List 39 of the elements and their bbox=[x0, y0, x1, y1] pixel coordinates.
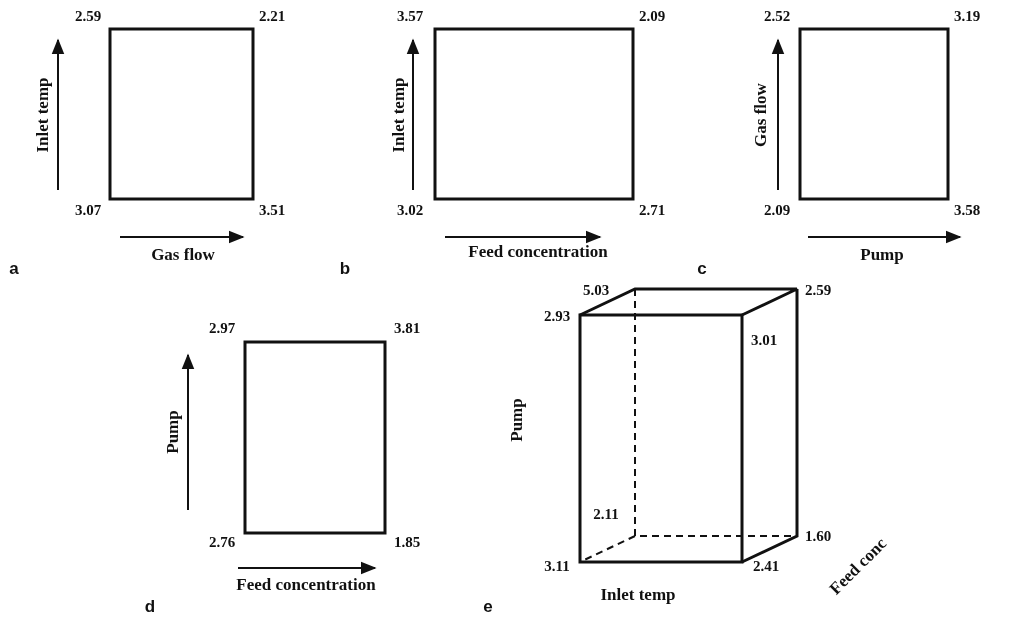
axis-label: Inlet temp bbox=[389, 77, 407, 153]
axis-label: Feed concentration bbox=[236, 575, 376, 593]
corner-value: 2.41 bbox=[752, 558, 780, 574]
panel-letter: c bbox=[697, 259, 707, 277]
corner-value: 3.57 bbox=[396, 8, 424, 24]
axis-label: Pump bbox=[507, 398, 525, 442]
corner-value: 1.60 bbox=[804, 528, 832, 544]
corner-value: 2.52 bbox=[763, 8, 791, 24]
corner-value: 3.19 bbox=[953, 8, 981, 24]
corner-value: 3.51 bbox=[258, 202, 286, 218]
axis-label: Inlet temp bbox=[33, 77, 51, 153]
axis-label: Gas flow bbox=[151, 245, 215, 263]
axis-label: Feed concentration bbox=[468, 242, 608, 260]
panel-letter: b bbox=[339, 259, 351, 277]
corner-value: 3.07 bbox=[74, 202, 102, 218]
corner-value: 3.02 bbox=[396, 202, 424, 218]
corner-value: 3.01 bbox=[750, 332, 778, 348]
corner-value: 2.11 bbox=[593, 506, 619, 522]
panel-letter: a bbox=[9, 259, 19, 277]
panel-letter: d bbox=[144, 597, 156, 615]
axis-label: Pump bbox=[163, 410, 181, 454]
corner-value: 5.03 bbox=[582, 282, 610, 298]
axis-label: Inlet temp bbox=[600, 585, 676, 603]
corner-value: 3.58 bbox=[953, 202, 981, 218]
corner-value: 2.71 bbox=[638, 202, 666, 218]
corner-value: 2.59 bbox=[804, 282, 832, 298]
panel-letter: e bbox=[483, 597, 493, 615]
corner-value: 2.21 bbox=[258, 8, 286, 24]
corner-value: 2.76 bbox=[208, 534, 236, 550]
corner-value: 3.81 bbox=[393, 320, 421, 336]
corner-value: 2.09 bbox=[638, 8, 666, 24]
corner-value: 2.97 bbox=[208, 320, 236, 336]
corner-value: 2.09 bbox=[763, 202, 791, 218]
corner-value: 1.85 bbox=[393, 534, 421, 550]
corner-value: 2.93 bbox=[543, 308, 571, 324]
axis-label: Pump bbox=[860, 245, 904, 263]
corner-value: 2.59 bbox=[74, 8, 102, 24]
corner-value: 3.11 bbox=[544, 558, 570, 574]
axis-label: Gas flow bbox=[751, 83, 769, 147]
